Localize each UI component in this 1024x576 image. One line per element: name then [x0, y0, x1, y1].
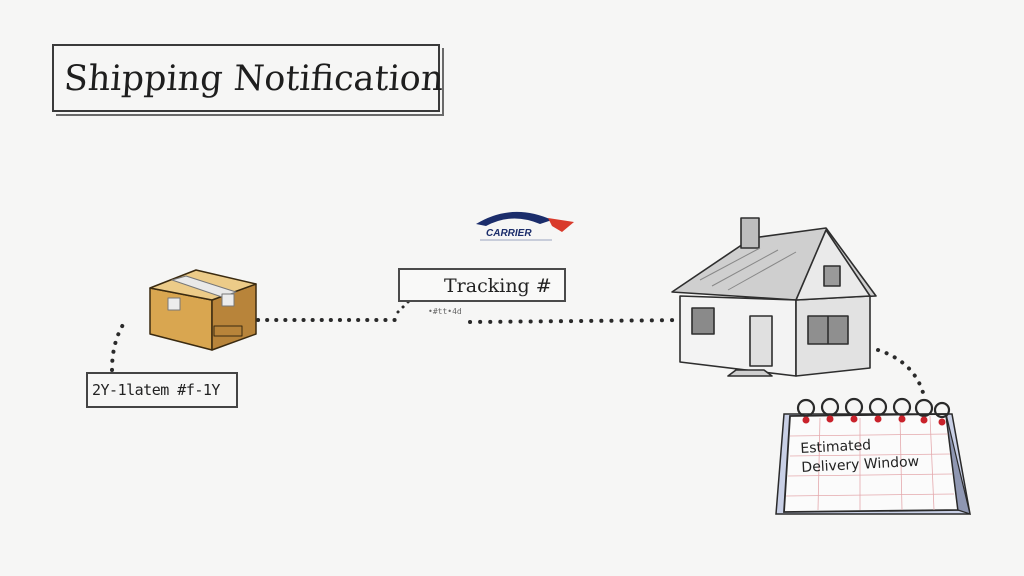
house-icon	[671, 217, 877, 377]
page-title: Shipping Notification	[62, 59, 445, 99]
package-label-text: 2Y-1latem #f-1Y	[92, 381, 220, 399]
tracking-label: Tracking #	[444, 275, 552, 297]
tracking-number-field	[398, 268, 566, 302]
carrier-logo-text: CARRIER	[486, 228, 532, 239]
tracking-small-print: •#tt•4d	[428, 307, 462, 316]
delivery-window-label: Estimated Delivery Window	[800, 433, 942, 484]
dotted-route-path	[110, 298, 926, 398]
package-label-frame	[86, 372, 238, 408]
calendar-icon	[775, 397, 971, 515]
title-frame	[52, 44, 440, 112]
package-box-icon	[149, 269, 257, 351]
carrier-logo-icon	[476, 211, 574, 241]
